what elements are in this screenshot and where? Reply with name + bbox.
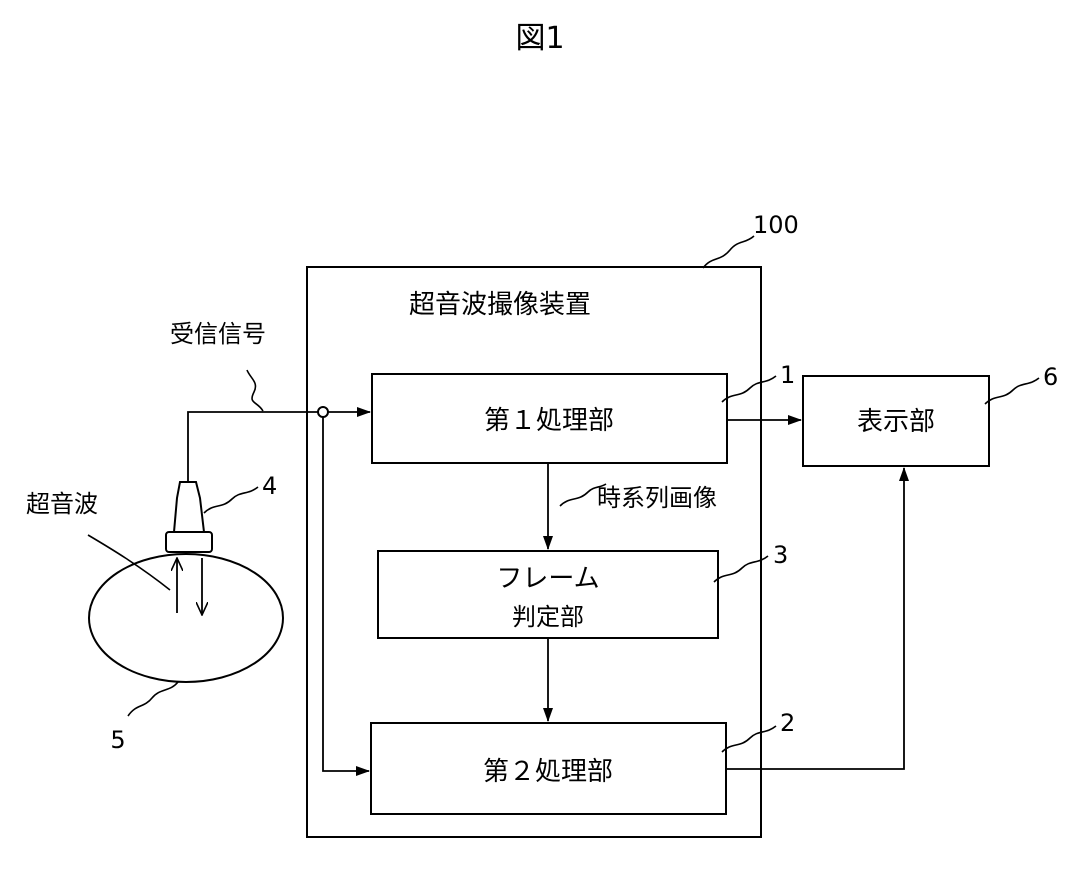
received-signal-label: 受信信号 [170,320,266,348]
frame-judge-label-line1: フレーム [496,564,599,594]
received-signal-line-branch [323,417,369,771]
subject-ellipse [89,554,283,682]
received-signal-leader [247,370,263,411]
first-processing-ref: 1 [780,361,795,389]
probe-ref: 4 [262,472,277,500]
figure-title: 図1 [515,21,564,56]
first-processing-ref-leader [722,376,776,402]
second-to-display-arrow [726,468,904,769]
ultrasound-probe [166,482,212,552]
time-series-label: 時系列画像 [597,484,717,512]
device-ref: 100 [753,211,799,239]
display-ref-leader [985,378,1039,404]
second-processing-ref: 2 [780,709,795,737]
probe-body [174,482,204,532]
device-label: 超音波撮像装置 [409,290,591,320]
display-label: 表示部 [857,407,935,437]
display-ref: 6 [1043,363,1058,391]
frame-judge-ref: 3 [773,541,788,569]
frame-judge-ref-leader [714,556,768,582]
subject-ref: 5 [110,726,125,754]
device-ref-leader [703,236,754,268]
signal-junction-dot [318,407,328,417]
second-processing-ref-leader [722,726,776,752]
probe-ref-leader [204,487,258,513]
ultrasound-label: 超音波 [26,490,98,518]
received-signal-line [188,412,323,482]
second-processing-label: 第２処理部 [483,757,613,787]
first-processing-label: 第１処理部 [484,406,614,436]
subject-ref-leader [128,682,178,716]
probe-head [166,532,212,552]
frame-judge-label-line2: 判定部 [512,603,584,631]
